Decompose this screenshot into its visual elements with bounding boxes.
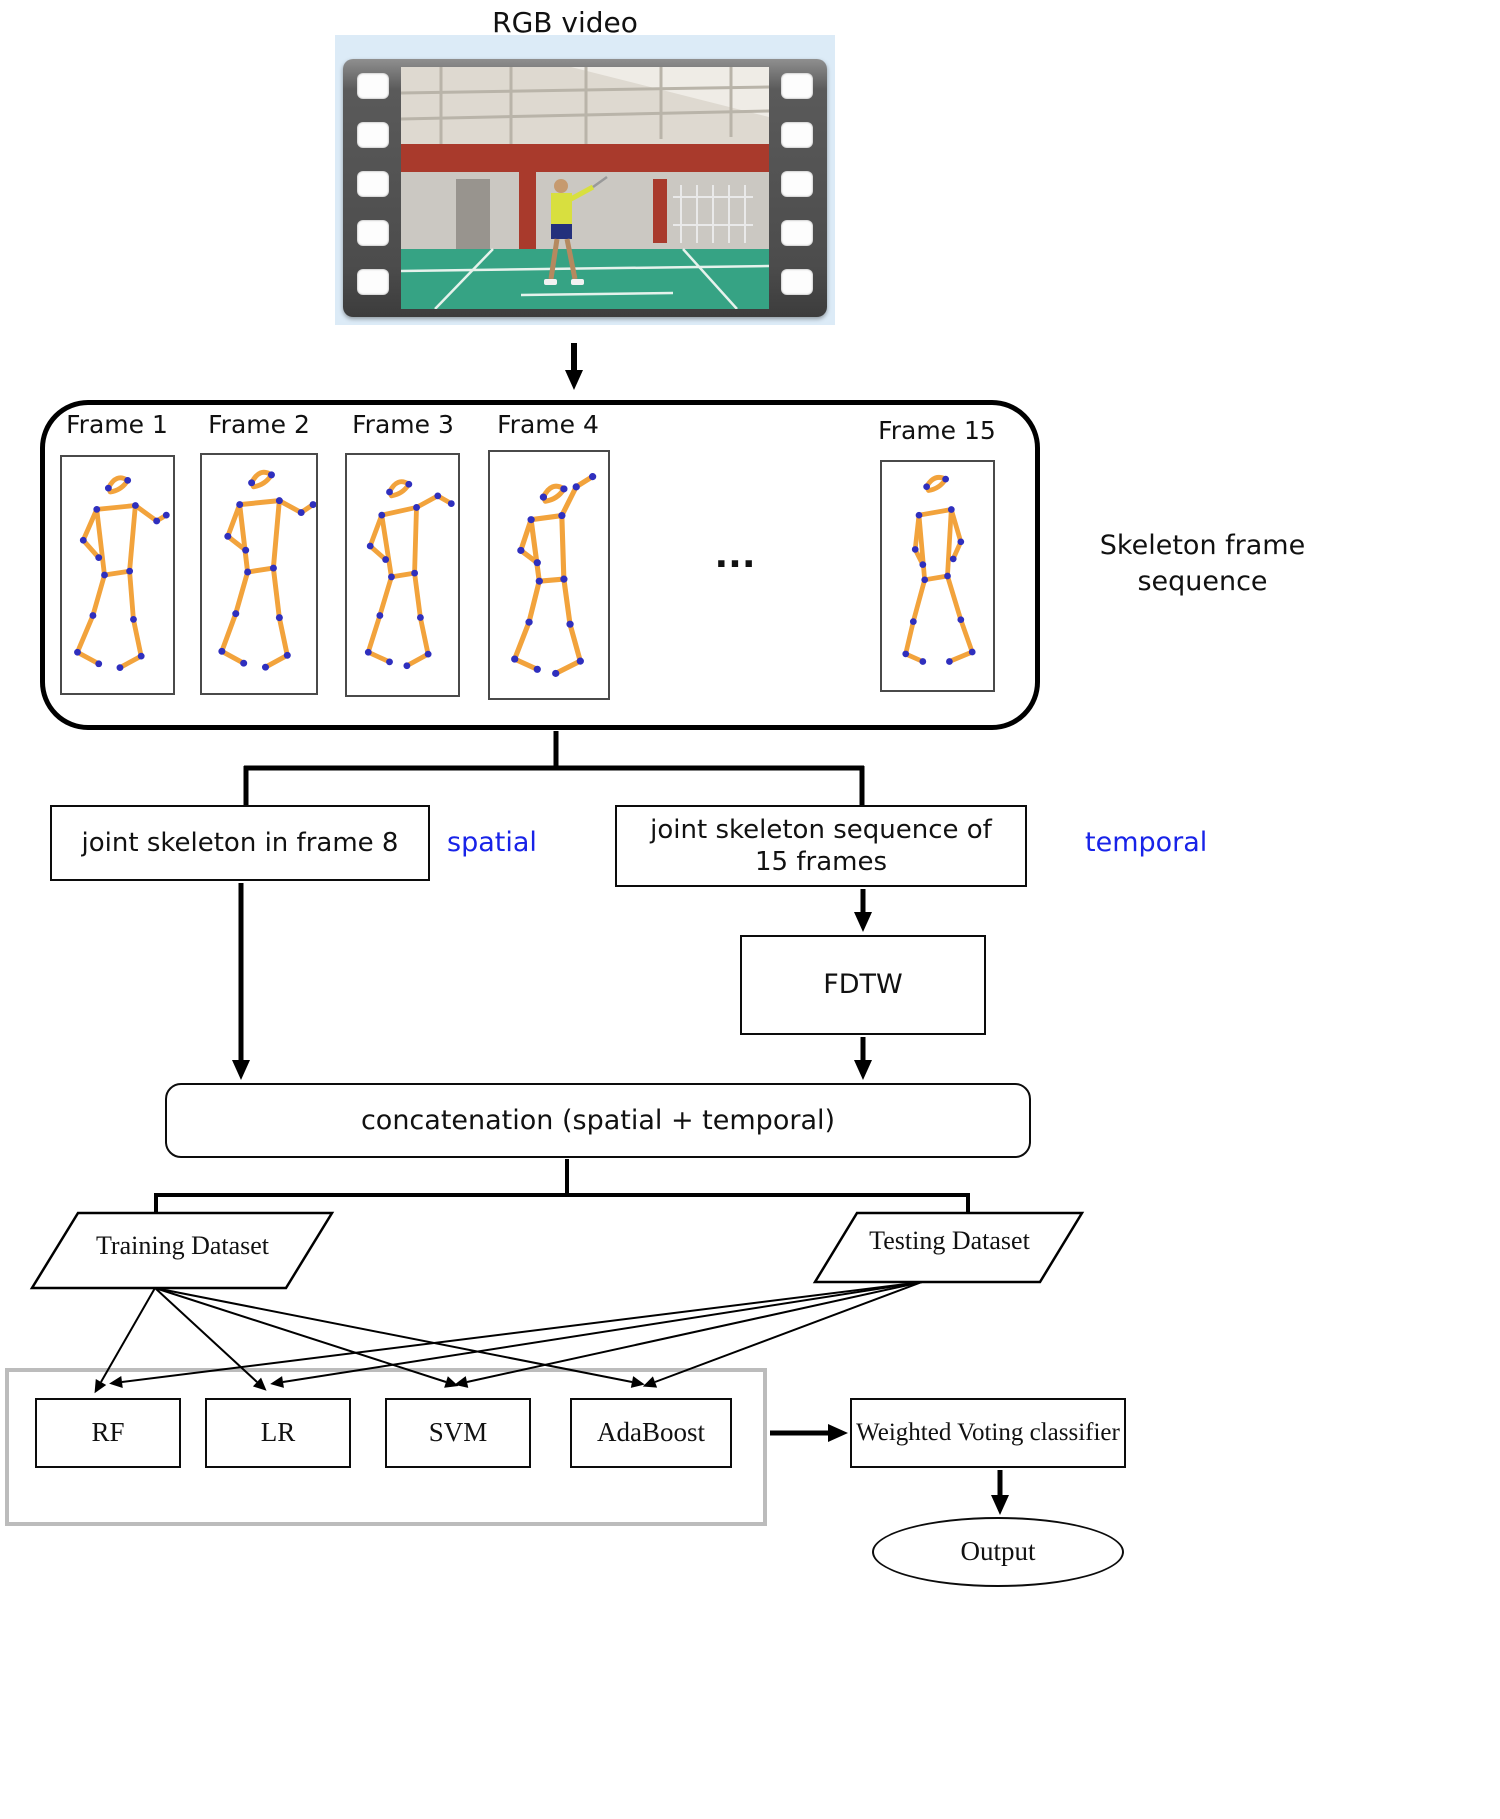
frame-3-box bbox=[345, 453, 460, 697]
frames-ellipsis: ... bbox=[714, 535, 756, 576]
temporal-box: joint skeleton sequence of 15 frames bbox=[615, 805, 1027, 887]
page-title: RGB video bbox=[492, 6, 638, 39]
film-strip bbox=[343, 59, 827, 317]
skeleton-sequence-panel bbox=[40, 400, 1040, 730]
film-sprocket-hole bbox=[781, 220, 813, 246]
badminton-player bbox=[544, 175, 608, 285]
spatial-annotation: spatial bbox=[447, 827, 537, 858]
frame-15-box bbox=[880, 460, 995, 692]
classifier-svm-box: SVM bbox=[385, 1398, 531, 1468]
spatial-box: joint skeleton in frame 8 bbox=[50, 805, 430, 881]
frame-4-label: Frame 4 bbox=[497, 410, 599, 439]
weighted-voting-box: Weighted Voting classifier bbox=[850, 1398, 1126, 1468]
arrow-testing-to-ada bbox=[642, 1281, 923, 1388]
frame-15-label: Frame 15 bbox=[878, 416, 996, 445]
rgb-video-thumbnail bbox=[335, 35, 835, 325]
skeleton-figure bbox=[364, 479, 455, 670]
film-sprocket-hole bbox=[357, 122, 389, 148]
classifier-adaboost-box: AdaBoost bbox=[570, 1398, 732, 1468]
film-sprocket-hole bbox=[357, 73, 389, 99]
skeleton-sequence-label: Skeleton frame sequence bbox=[1099, 530, 1306, 598]
frame-4-box bbox=[488, 450, 610, 700]
skeleton-figure bbox=[218, 469, 316, 671]
film-sprocket-hole bbox=[357, 171, 389, 197]
film-sprocket-hole bbox=[357, 220, 389, 246]
film-sprocket-hole bbox=[781, 122, 813, 148]
frame-1-box bbox=[60, 455, 175, 695]
skeleton-figure bbox=[902, 475, 976, 665]
concatenation-box: concatenation (spatial + temporal) bbox=[165, 1083, 1031, 1158]
film-sprocket-hole bbox=[357, 269, 389, 295]
testing-dataset-label: Testing Dataset bbox=[869, 1226, 1030, 1255]
temporal-annotation: temporal bbox=[1085, 827, 1208, 858]
frame-1-label: Frame 1 bbox=[66, 410, 168, 439]
badminton-court-image bbox=[401, 67, 769, 309]
arrow-testing-to-lr bbox=[270, 1281, 923, 1388]
classifier-rf-box: RF bbox=[35, 1398, 181, 1468]
training-dataset-label: Training Dataset bbox=[95, 1231, 270, 1260]
film-sprocket-hole bbox=[781, 73, 813, 99]
arrow-testing-to-svm bbox=[454, 1281, 923, 1388]
skeleton-figure bbox=[511, 473, 597, 677]
frame-3-label: Frame 3 bbox=[352, 410, 454, 439]
skeleton-figure bbox=[74, 475, 170, 672]
frame-2-box bbox=[200, 453, 318, 695]
film-sprocket-hole bbox=[781, 171, 813, 197]
arrow-testing-to-rf bbox=[109, 1281, 923, 1388]
fdtw-box: FDTW bbox=[740, 935, 986, 1035]
film-sprocket-hole bbox=[781, 269, 813, 295]
output-ellipse: Output bbox=[872, 1517, 1124, 1587]
frame-2-label: Frame 2 bbox=[208, 410, 310, 439]
classifier-lr-box: LR bbox=[205, 1398, 351, 1468]
